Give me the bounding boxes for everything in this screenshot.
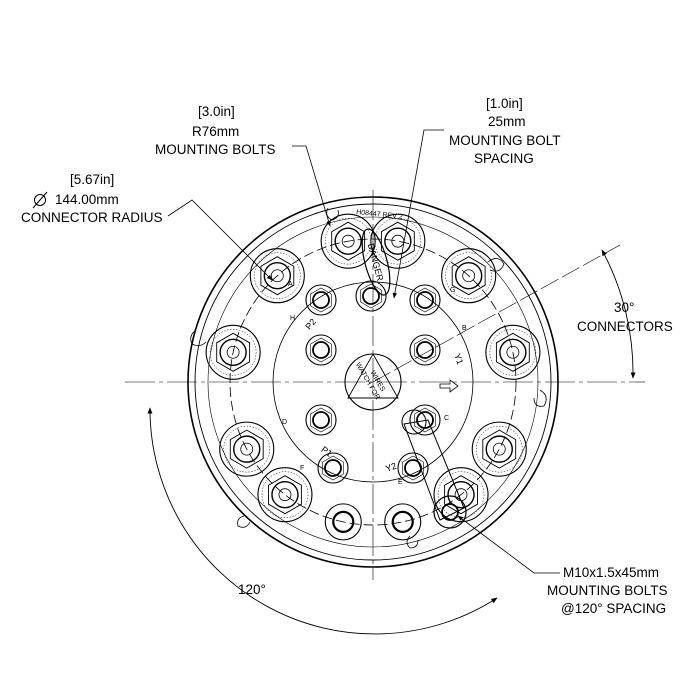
flow-arrow-icon xyxy=(439,379,459,393)
bolt-radius-desc: MOUNTING BOLTS xyxy=(155,142,276,157)
outer-connector xyxy=(384,503,422,541)
connector-radius-desc: CONNECTOR RADIUS xyxy=(21,210,163,225)
inner-hole xyxy=(305,284,337,316)
inner-hole xyxy=(409,334,441,366)
marking-d: D xyxy=(282,419,287,426)
dim-connector-radius: [5.67in] 144.00mm CONNECTOR RADIUS xyxy=(21,172,273,281)
dim-bolt-radius: [3.0in] R76mm MOUNTING BOLTS xyxy=(155,104,331,227)
outer-connector xyxy=(257,467,313,523)
marking-b: B xyxy=(462,325,467,332)
outer-connector xyxy=(485,324,541,380)
marking-h: H xyxy=(290,315,295,322)
callout-bolt-spec: M10x1.5x45mm MOUNTING BOLTS @120° SPACIN… xyxy=(457,515,668,616)
bolt-radius-metric: R76mm xyxy=(192,124,239,139)
dim-group-angle: 120° xyxy=(147,407,498,635)
connector-angle-desc: CONNECTORS xyxy=(577,319,673,334)
connector-radius-imperial: [5.67in] xyxy=(70,172,114,187)
bolt-spacing-metric: 25mm xyxy=(488,114,526,129)
center-lines xyxy=(125,190,645,580)
inner-hole xyxy=(355,280,387,312)
group-angle-value: 120° xyxy=(238,582,266,597)
connector-angle-value: 30° xyxy=(614,300,634,315)
bolt-spacing-desc-2: SPACING xyxy=(474,151,534,166)
outer-connector xyxy=(441,248,497,304)
outer-connector xyxy=(471,421,527,477)
marking-c: C xyxy=(444,415,449,422)
bolt-spacing-desc-1: MOUNTING BOLT xyxy=(449,133,561,148)
outer-connector xyxy=(205,324,261,380)
inner-hole xyxy=(317,452,349,484)
bolt-spacing-imperial: [1.0in] xyxy=(486,96,523,111)
outer-connector xyxy=(370,213,426,269)
inner-hole xyxy=(305,404,337,436)
inner-hole xyxy=(305,334,337,366)
bolt-spec-line-1: M10x1.5x45mm xyxy=(563,565,659,580)
bolt-spec-line-3: @120° SPACING xyxy=(561,601,666,616)
marking-f: F xyxy=(300,465,304,472)
bolt-radius-imperial: [3.0in] xyxy=(198,104,235,119)
outer-connector xyxy=(249,248,305,304)
part-number: H08447 REV 2 xyxy=(356,209,403,221)
bolt-spec-line-2: MOUNTING BOLTS xyxy=(547,583,668,598)
dim-bolt-spacing: [1.0in] 25mm MOUNTING BOLT SPACING xyxy=(392,96,561,299)
port-label-y2: Y2 xyxy=(384,461,398,474)
marking-e: E xyxy=(398,479,403,486)
marking-g: G xyxy=(450,287,455,294)
dim-connector-angle: 30° CONNECTORS xyxy=(577,249,673,379)
port-label-y1: Y1 xyxy=(452,352,465,366)
inner-hole xyxy=(409,284,441,316)
diameter-symbol-icon xyxy=(32,191,48,209)
marking-a: A xyxy=(288,281,293,288)
connector-radius-metric: 144.00mm xyxy=(55,192,119,207)
port-label-p2: P2 xyxy=(303,317,318,332)
